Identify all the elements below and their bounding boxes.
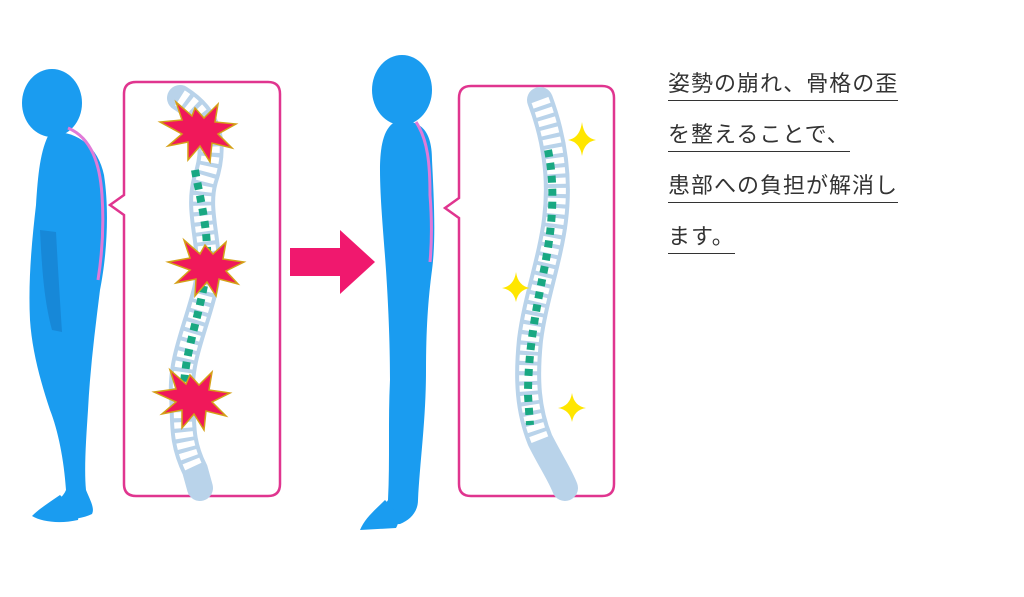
healthy-spine-with-sparkles <box>502 87 596 501</box>
right-arrow <box>290 230 375 294</box>
curved-spine-with-pain <box>151 85 247 501</box>
caption-text: 姿勢の崩れ、骨格の歪 を整えることで、 患部への負担が解消し ます。 <box>668 72 988 276</box>
straight-posture-figure <box>360 55 435 530</box>
caption-line-4: ます。 <box>668 225 735 254</box>
bent-posture-figure <box>22 69 107 523</box>
caption-line-3: 患部への負担が解消し <box>668 174 899 203</box>
caption-line-2: を整えることで、 <box>668 123 850 152</box>
sparkle-icon <box>502 122 596 422</box>
caption-line-1: 姿勢の崩れ、骨格の歪 <box>668 72 899 101</box>
